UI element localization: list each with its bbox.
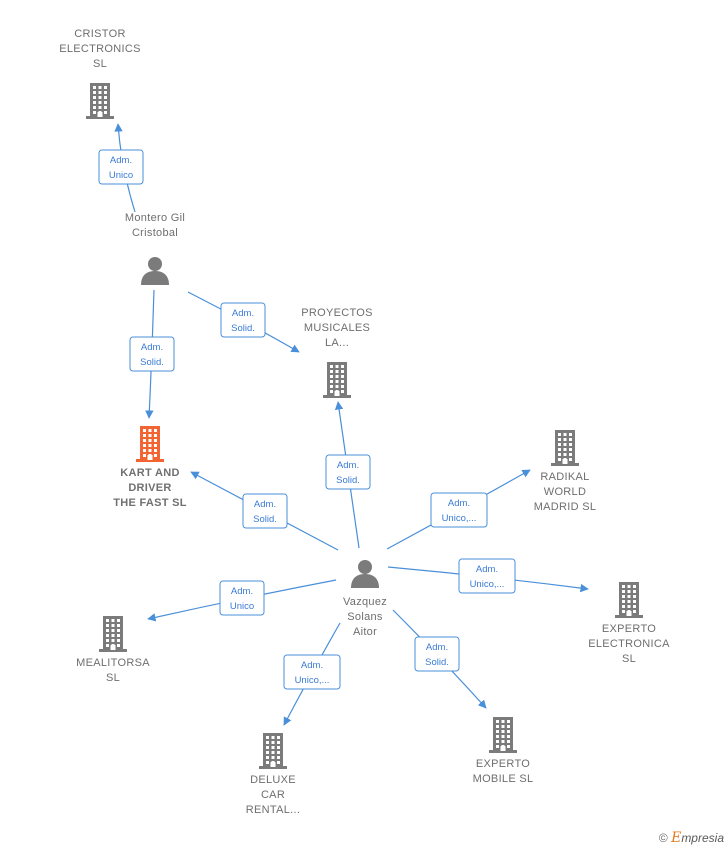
edge-label-line: Adm. [231,586,253,597]
node-label-line: ELECTRONICS [59,43,141,55]
edge-label-line: Adm. [232,308,254,319]
node-label-line: RADIKAL [540,471,589,483]
edge-label-line: Adm. [254,499,276,510]
edge-label-vazquez-to-radikal[interactable]: Adm. Unico,... [430,492,488,528]
building-icon [489,717,517,753]
node-radikal[interactable]: RADIKAL WORLD MADRID SL [534,430,597,513]
edge-label-montero-to-kart[interactable]: Adm. Solid. [129,336,175,372]
edge-label-line: Adm. [301,660,323,671]
node-label-line: Cristobal [132,227,178,239]
edge-labels-layer: Adm.UnicoAdm.Solid.Adm.Solid.Adm.Solid.A… [98,149,516,690]
node-label-line: Vazquez [343,596,387,608]
edge-label-vazquez-to-mealitorsa[interactable]: Adm. Unico [219,580,265,616]
node-kart[interactable]: KART AND DRIVER THE FAST SL [113,426,187,509]
edge-label-box [458,558,516,594]
edge-label-line: Solid. [253,514,277,525]
building-icon [86,83,114,119]
node-label-line: KART AND [120,467,179,479]
edge-label-line: Unico,... [470,579,505,590]
edge-label-vazquez-to-expelec[interactable]: Adm. Unico,... [458,558,516,594]
edge-label-box [220,302,266,338]
node-label-line: Solans [347,611,383,623]
node-proyectos[interactable]: PROYECTOS MUSICALES LA... [301,307,373,398]
edge-label-line: Adm. [448,498,470,509]
edge-label-line: Solid. [425,657,449,668]
edge-label-line: Solid. [231,323,255,334]
node-expmob[interactable]: EXPERTO MOBILE SL [473,717,534,785]
node-mealitorsa[interactable]: MEALITORSA SL [76,616,150,684]
empresia-watermark[interactable]: © Empresia [659,830,724,846]
node-label-line: Aitor [353,626,377,638]
edge-label-montero-to-proyectos[interactable]: Adm. Solid. [220,302,266,338]
building-icon [259,733,287,769]
edge-label-vazquez-to-kart[interactable]: Adm. Solid. [242,493,288,529]
node-label-line: DRIVER [128,482,171,494]
building-icon [551,430,579,466]
edge-label-line: Solid. [336,475,360,486]
node-label-line: SL [93,58,107,70]
person-icon [141,257,169,285]
node-label-line: MEALITORSA [76,657,150,669]
nodes-layer: CRISTOR ELECTRONICS SL Montero GilCristobal… [59,28,670,816]
edge-label-line: Unico [109,170,133,181]
brand-initial: E [671,830,682,846]
building-icon [136,426,164,462]
node-label-line: EXPERTO [476,758,530,770]
edge-label-line: Adm. [337,460,359,471]
node-expelec[interactable]: EXPERTO ELECTRONICA SL [588,582,670,665]
node-label-line: EXPERTO [602,623,656,635]
edge-label-line: Adm. [110,155,132,166]
edge-label-line: Unico,... [442,513,477,524]
person-icon [351,560,379,588]
node-label-line: CAR [261,789,285,801]
edge-label-box [325,454,371,490]
building-icon [615,582,643,618]
edge-label-box [129,336,175,372]
edge-label-line: Unico,... [295,675,330,686]
node-label-line: SL [622,653,636,665]
edge-label-montero-to-cristor[interactable]: Adm. Unico [98,149,144,185]
node-label-line: PROYECTOS [301,307,373,319]
edge-label-line: Adm. [141,342,163,353]
node-label-line: SL [106,672,120,684]
node-label-line: MUSICALES [304,322,370,334]
edge-label-box [98,149,144,185]
node-label-line: Montero Gil [125,212,185,224]
node-cristor[interactable]: CRISTOR ELECTRONICS SL [59,28,141,119]
building-icon [99,616,127,652]
edge-label-line: Solid. [140,357,164,368]
node-label-line: MADRID SL [534,501,597,513]
edge-label-line: Unico [230,601,254,612]
building-icon [323,362,351,398]
edge-label-box [242,493,288,529]
edge-label-box [283,654,341,690]
node-label-line: THE FAST SL [113,497,187,509]
edge-label-box [430,492,488,528]
node-deluxe[interactable]: DELUXE CAR RENTAL... [246,733,300,816]
node-label-line: ELECTRONICA [588,638,670,650]
node-label-line: DELUXE [250,774,296,786]
copyright-icon: © [658,831,668,845]
node-label-line: CRISTOR [74,28,125,40]
edge-label-vazquez-to-proyectos[interactable]: Adm. Solid. [325,454,371,490]
edge-label-vazquez-to-deluxe[interactable]: Adm. Unico,... [283,654,341,690]
brand-name: mpresia [681,831,724,845]
edge-label-line: Adm. [476,564,498,575]
edge-label-vazquez-to-expmob[interactable]: Adm. Solid. [414,636,460,672]
node-label-line: LA... [325,337,349,349]
node-label-line: WORLD [544,486,586,498]
node-label-line: RENTAL... [246,804,300,816]
edge-label-box [414,636,460,672]
node-label-line: MOBILE SL [473,773,534,785]
edge-label-line: Adm. [426,642,448,653]
edge-label-box [219,580,265,616]
